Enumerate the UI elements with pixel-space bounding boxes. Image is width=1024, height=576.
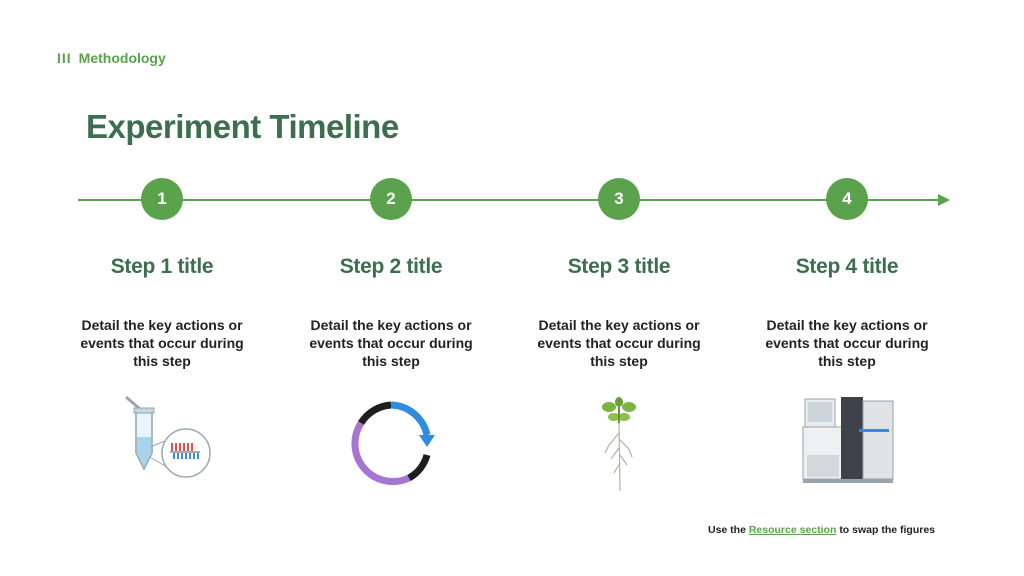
timeline-arrow-icon <box>938 194 950 206</box>
page-title: Experiment Timeline <box>86 108 399 145</box>
step-description: Detail the key actions or events that oc… <box>765 317 929 369</box>
timeline-step-2: 2 Step 2 title Detail the key actions or… <box>291 178 491 486</box>
cycle-ring-icon <box>341 393 441 493</box>
seedling-plant-icon <box>569 393 669 493</box>
step-number-badge: 1 <box>141 178 183 220</box>
test-tube-dna-icon <box>112 393 212 493</box>
section-label: III Methodology <box>57 50 166 66</box>
step-number-badge: 4 <box>826 178 868 220</box>
step-description: Detail the key actions or events that oc… <box>537 317 701 369</box>
footnote-suffix: to swap the figures <box>839 524 935 536</box>
section-number: III <box>57 50 72 66</box>
step-title: Step 2 title <box>339 255 443 278</box>
timeline-step-4: 4 Step 4 title Detail the key actions or… <box>747 178 947 483</box>
step-title: Step 3 title <box>567 255 671 278</box>
footnote-prefix: Use the <box>707 524 746 536</box>
section-name: Methodology <box>78 50 166 66</box>
footnote: Use the Resource section to swap the fig… <box>708 524 935 536</box>
step-number-badge: 3 <box>598 178 640 220</box>
resource-section-link[interactable]: Resource section <box>748 524 837 536</box>
step-description: Detail the key actions or events that oc… <box>309 317 473 369</box>
timeline-step-1: 1 Step 1 title Detail the key actions or… <box>62 178 262 478</box>
step-title: Step 4 title <box>795 255 899 278</box>
timeline-step-3: 3 Step 3 title Detail the key actions or… <box>519 178 719 492</box>
step-description: Detail the key actions or events that oc… <box>80 317 244 369</box>
step-number-badge: 2 <box>370 178 412 220</box>
timeline-line <box>78 199 942 201</box>
step-title: Step 1 title <box>110 255 214 278</box>
sequencer-machine-icon <box>797 393 897 493</box>
